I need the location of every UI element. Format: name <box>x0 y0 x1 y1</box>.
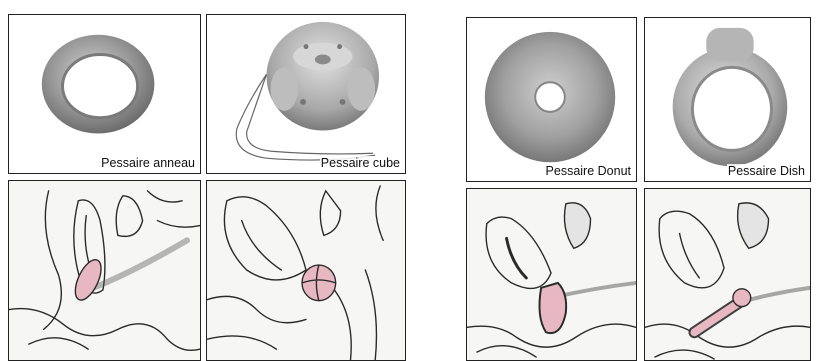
ring-pessary-caption: Pessaire anneau <box>100 156 196 170</box>
cube-pessary-caption: Pessaire cube <box>320 156 401 170</box>
donut-pessary-caption: Pessaire Donut <box>545 164 632 178</box>
dish-pessary-photo-panel: Pessaire Dish <box>644 17 811 182</box>
donut-placement-drawing <box>467 189 636 360</box>
dish-placement-drawing <box>645 189 810 360</box>
donut-pessary-placement-sketch <box>466 188 637 361</box>
cube-placement-drawing <box>207 181 405 360</box>
donut-pessary-photo-panel: Pessaire Donut <box>466 17 637 182</box>
cube-pessary-photo-panel: Pessaire cube <box>206 14 406 174</box>
ring-pessary-photo-panel: Pessaire anneau <box>8 14 201 174</box>
cube-pessary-image <box>207 15 405 173</box>
dish-pessary-placement-sketch <box>644 188 811 361</box>
dish-pessary-caption: Pessaire Dish <box>727 164 806 178</box>
dish-pessary-image <box>645 18 810 181</box>
ring-placement-drawing <box>9 181 200 360</box>
ring-pessary-placement-sketch <box>8 180 201 361</box>
cube-pessary-placement-sketch <box>206 180 406 361</box>
ring-pessary-image <box>9 15 200 173</box>
donut-pessary-image <box>467 18 636 181</box>
